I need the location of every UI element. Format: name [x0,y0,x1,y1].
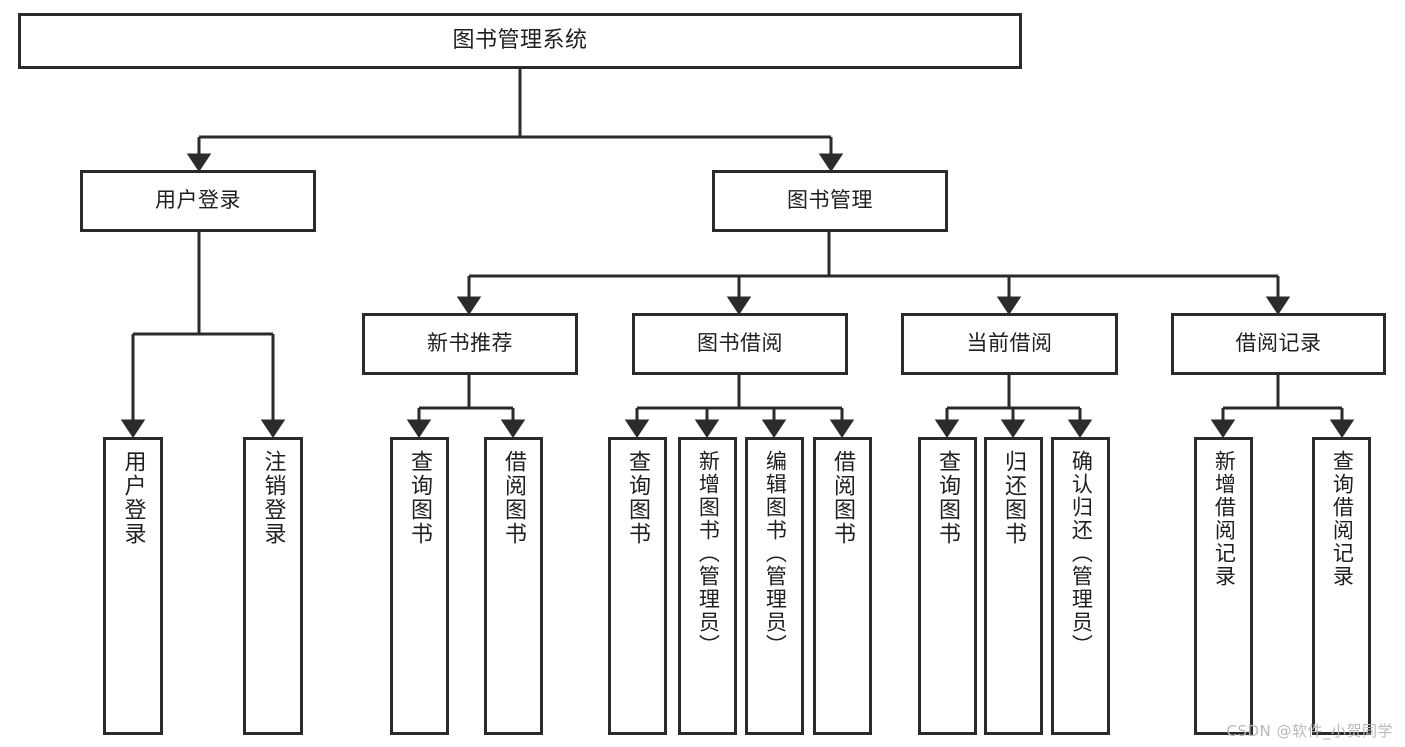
leaf-label: 查询图书 [625,450,651,546]
leaf-label: 新增借阅记录 [1212,450,1237,588]
node-label: 借阅记录 [1235,331,1322,356]
node-label: 图书管理系统 [452,27,588,53]
leaf-current-borrow-return[interactable]: 归还图书 [984,437,1043,735]
node-book-borrow[interactable]: 图书借阅 [632,313,848,375]
node-label: 新书推荐 [427,331,513,356]
leaf-label: 借阅图书 [501,450,527,546]
leaf-book-borrow-edit[interactable]: 编辑图书（管理员） [745,437,804,735]
node-root-system[interactable]: 图书管理系统 [18,13,1022,69]
leaf-book-borrow-add[interactable]: 新增图书（管理员） [678,437,737,735]
leaf-label: 用户登录 [120,450,146,546]
node-label: 当前借阅 [966,331,1053,356]
leaf-label: 编辑图书（管理员） [763,450,788,657]
leaf-borrow-record-query[interactable]: 查询借阅记录 [1312,437,1371,735]
leaf-new-book-borrow[interactable]: 借阅图书 [484,437,543,735]
leaf-label: 注销登录 [260,450,286,546]
leaf-label: 查询借阅记录 [1330,450,1355,588]
leaf-current-borrow-query[interactable]: 查询图书 [918,437,977,735]
node-book-manage[interactable]: 图书管理 [712,170,948,232]
node-label: 图书借阅 [697,331,783,356]
leaf-book-borrow-borrow[interactable]: 借阅图书 [813,437,872,735]
leaf-user-login-login[interactable]: 用户登录 [103,437,163,735]
leaf-current-borrow-confirm-return[interactable]: 确认归还（管理员） [1051,437,1110,735]
leaf-label: 归还图书 [1001,450,1027,546]
node-current-borrow[interactable]: 当前借阅 [901,313,1118,375]
node-borrow-record[interactable]: 借阅记录 [1171,313,1386,375]
node-label: 图书管理 [787,188,873,213]
leaf-borrow-record-add[interactable]: 新增借阅记录 [1194,437,1253,735]
csdn-watermark: CSDN @软件_小贺同学 [1226,722,1393,740]
leaf-label: 确认归还（管理员） [1069,450,1094,657]
node-label: 用户登录 [155,188,241,213]
node-user-login[interactable]: 用户登录 [80,170,316,232]
node-new-book-recommend[interactable]: 新书推荐 [362,313,578,375]
leaf-label: 查询图书 [935,450,961,546]
leaf-label: 借阅图书 [830,450,856,546]
leaf-new-book-query[interactable]: 查询图书 [390,437,449,735]
leaf-label: 新增图书（管理员） [696,450,721,657]
leaf-user-login-logout[interactable]: 注销登录 [243,437,303,735]
leaf-book-borrow-query[interactable]: 查询图书 [608,437,667,735]
leaf-label: 查询图书 [407,450,433,546]
